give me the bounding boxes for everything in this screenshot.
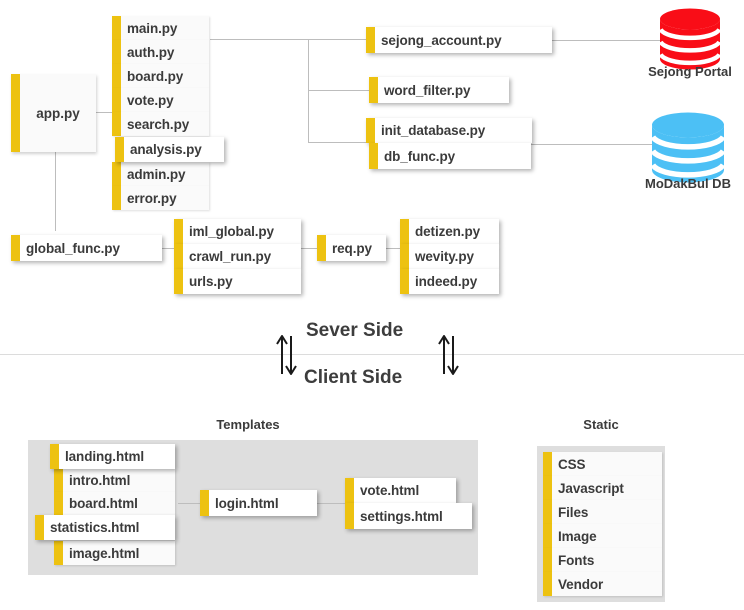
node-db-func-py[interactable]: db_func.py [369, 143, 531, 169]
node-label: sejong_account.py [381, 32, 502, 48]
server-side-label: Sever Side [306, 320, 404, 341]
database-icon-modakbul[interactable] [651, 112, 725, 184]
node-indeed-py[interactable]: indeed.py [400, 269, 499, 294]
node-auth-py[interactable]: auth.py [112, 40, 209, 64]
node-label: login.html [215, 495, 279, 511]
node-label: Fonts [558, 552, 595, 568]
node-label: admin.py [127, 166, 186, 182]
node-req-py[interactable]: req.py [317, 235, 386, 261]
node-detizen-py[interactable]: detizen.py [400, 219, 499, 244]
bidirectional-arrow-icon-left [274, 330, 300, 385]
node-urls-py[interactable]: urls.py [174, 269, 301, 294]
node-search-py[interactable]: search.py [112, 112, 209, 136]
node-label: global_func.py [26, 240, 120, 256]
node-board-html[interactable]: board.html [54, 492, 175, 515]
node-label: board.py [127, 68, 184, 84]
node-global-func-py[interactable]: global_func.py [11, 235, 162, 261]
node-init-database-py[interactable]: init_database.py [366, 118, 532, 143]
connector-app-to-global [55, 152, 56, 231]
node-sejong-account-py[interactable]: sejong_account.py [366, 27, 552, 53]
node-label: auth.py [127, 44, 175, 60]
node-label: image.html [69, 545, 140, 561]
node-label: iml_global.py [189, 224, 274, 239]
node-label: vote.py [127, 92, 174, 108]
static-panel-title: Static [583, 417, 619, 432]
node-main-py[interactable]: main.py [112, 16, 209, 40]
node-static-css[interactable]: CSS [543, 452, 662, 476]
connector-branch-word-filter [308, 90, 374, 91]
connector-sejong-to-portal [552, 40, 662, 41]
node-label: analysis.py [130, 142, 202, 157]
database-label-sejong-portal: Sejong Portal [648, 64, 732, 79]
node-label: Image [558, 528, 597, 544]
connector-login-to-userpages [317, 503, 345, 504]
node-static-vendor[interactable]: Vendor [543, 572, 662, 596]
node-iml-global-py[interactable]: iml_global.py [174, 219, 301, 244]
node-static-image[interactable]: Image [543, 524, 662, 548]
node-label: statistics.html [50, 520, 140, 535]
node-label: vote.html [360, 483, 420, 498]
node-label: word_filter.py [384, 82, 471, 98]
node-vote-py[interactable]: vote.py [112, 88, 209, 112]
templates-panel-title: Templates [216, 417, 280, 432]
connector-core-trunk [210, 39, 374, 40]
node-landing-html[interactable]: landing.html [50, 444, 175, 469]
node-settings-html[interactable]: settings.html [345, 503, 472, 529]
node-label: Vendor [558, 576, 604, 592]
connector-app-to-core [96, 112, 112, 113]
node-static-fonts[interactable]: Fonts [543, 548, 662, 572]
node-label: urls.py [189, 274, 233, 289]
node-app-py[interactable]: app.py [11, 74, 96, 152]
node-intro-html[interactable]: intro.html [54, 469, 175, 492]
node-label: search.py [127, 116, 190, 132]
connector-dbfunc-to-modakbul [531, 144, 662, 145]
node-vote-html[interactable]: vote.html [345, 478, 456, 503]
node-static-files[interactable]: Files [543, 500, 662, 524]
database-label-modakbul: MoDakBul DB [645, 176, 731, 191]
node-label: main.py [127, 20, 178, 36]
node-label: Javascript [558, 480, 624, 496]
node-label: crawl_run.py [189, 249, 272, 264]
node-label: CSS [558, 456, 586, 472]
node-word-filter-py[interactable]: word_filter.py [369, 77, 509, 103]
connector-global-to-crawler [162, 248, 175, 249]
node-label: error.py [127, 190, 177, 206]
connector-service-spine [308, 39, 309, 143]
node-board-py[interactable]: board.py [112, 64, 209, 88]
node-label: init_database.py [381, 123, 486, 138]
node-label: indeed.py [415, 274, 478, 289]
connector-pages-to-login [178, 503, 200, 504]
node-login-html[interactable]: login.html [200, 490, 317, 516]
node-label: landing.html [65, 449, 145, 464]
node-wevity-py[interactable]: wevity.py [400, 244, 499, 269]
bidirectional-arrow-icon-right [436, 330, 462, 385]
node-static-javascript[interactable]: Javascript [543, 476, 662, 500]
node-label: wevity.py [415, 249, 474, 264]
node-label: app.py [36, 105, 80, 121]
node-label: db_func.py [384, 148, 456, 164]
server-client-divider [0, 354, 744, 355]
node-admin-py[interactable]: admin.py [112, 162, 209, 186]
client-side-label: Client Side [304, 367, 403, 388]
database-icon-sejong-portal[interactable] [659, 8, 721, 72]
node-label: Files [558, 504, 589, 520]
connector-branch-database [308, 142, 374, 143]
node-crawl-run-py[interactable]: crawl_run.py [174, 244, 301, 269]
connector-crawler-to-req [301, 248, 317, 249]
node-analysis-py[interactable]: analysis.py [115, 137, 224, 162]
connector-req-to-targets [386, 248, 400, 249]
node-label: intro.html [69, 473, 131, 488]
node-error-py[interactable]: error.py [112, 186, 209, 210]
node-label: settings.html [360, 508, 443, 524]
node-image-html[interactable]: image.html [54, 541, 175, 565]
node-label: detizen.py [415, 224, 481, 239]
node-label: req.py [332, 240, 372, 256]
node-statistics-html[interactable]: statistics.html [35, 515, 175, 540]
node-label: board.html [69, 496, 138, 511]
